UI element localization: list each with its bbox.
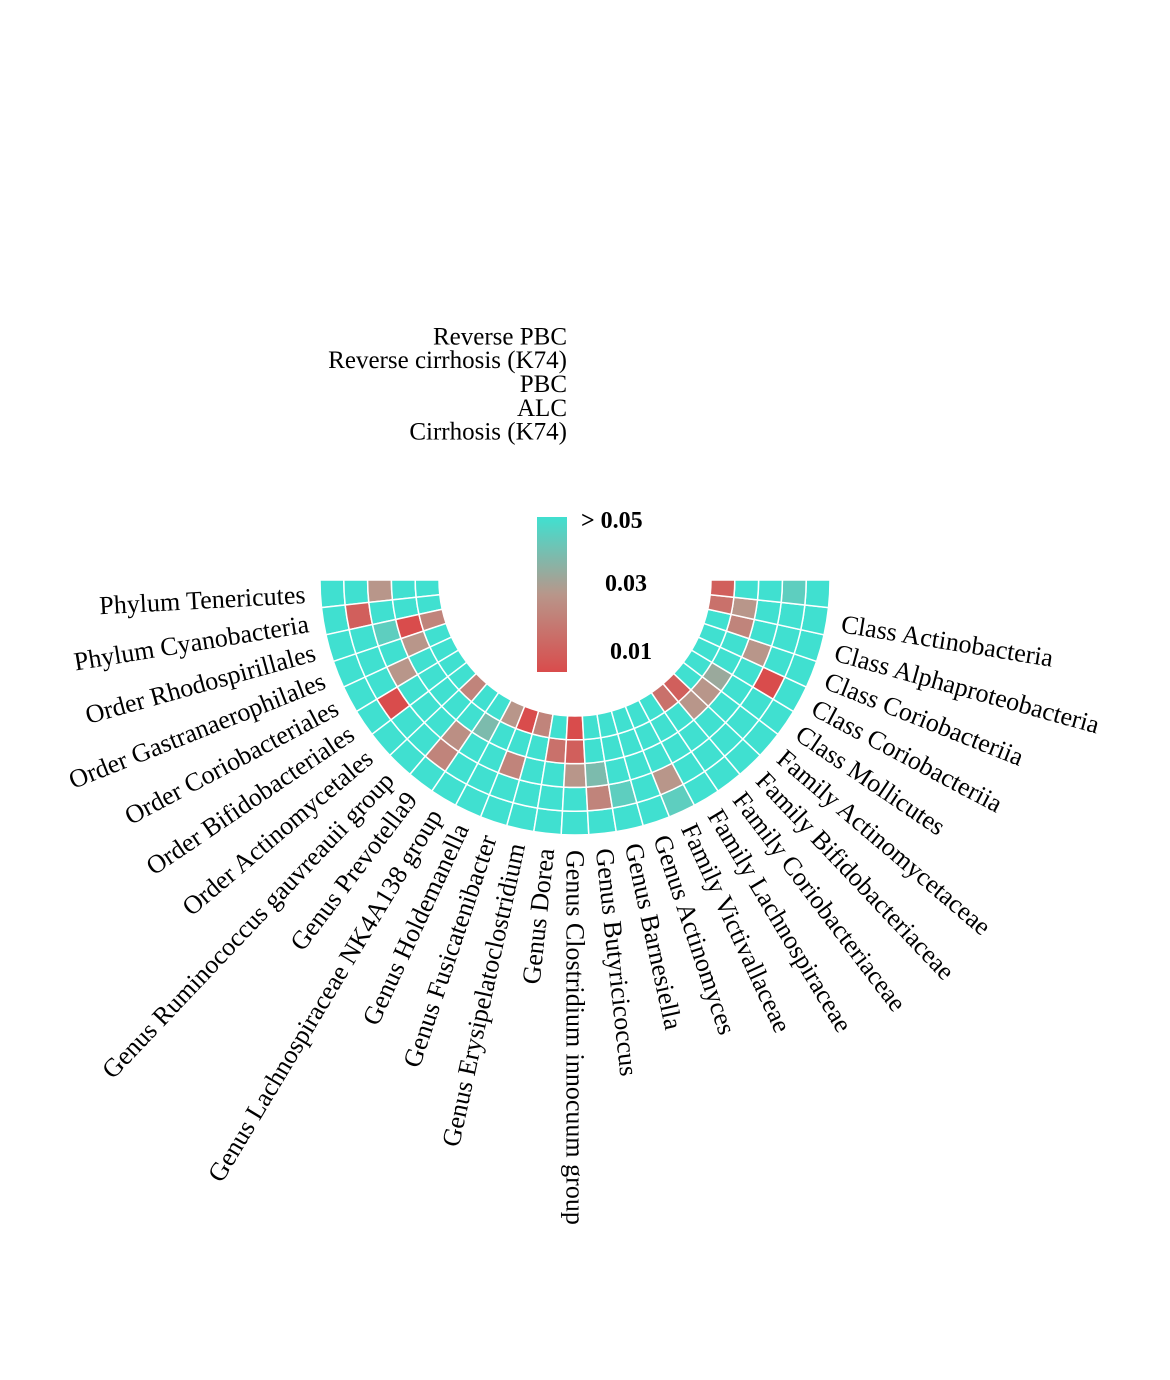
legend-tick-mid: 0.03	[605, 571, 647, 597]
heatmap-cell	[532, 807, 564, 836]
row-label: Cirrhosis (K74)	[409, 419, 567, 446]
heatmap-cell	[804, 579, 831, 609]
heatmap-cell	[780, 579, 807, 606]
legend-color-bar	[537, 517, 567, 672]
category-label: Genus Clostridium innocuum group	[561, 850, 590, 1225]
row-label: Reverse PBC	[433, 323, 567, 350]
legend-tick-low: 0.01	[610, 639, 652, 665]
heatmap-cell	[548, 713, 569, 741]
heatmap-cell	[564, 738, 586, 765]
legend-tick-high: > 0.05	[581, 508, 643, 534]
heatmap-cell	[561, 786, 589, 812]
row-label: PBC	[520, 371, 567, 398]
heatmap-cell	[343, 579, 370, 606]
heatmap-cell	[586, 807, 618, 836]
heatmap-cell	[540, 760, 566, 788]
heatmap-cell	[560, 810, 590, 836]
heatmap-cell	[733, 579, 760, 601]
heatmap-cell	[776, 601, 806, 631]
heatmap-cell	[753, 599, 783, 626]
heatmap-cell	[562, 762, 588, 789]
heatmap-cell	[390, 579, 417, 601]
heatmap-cell	[319, 579, 346, 609]
heatmap-cell	[565, 715, 585, 741]
heatmap-cell	[544, 736, 568, 765]
heatmap-cell	[756, 579, 784, 604]
heatmap-cell	[366, 579, 394, 604]
heatmap-cells	[319, 579, 831, 836]
heatmap-cell	[536, 783, 565, 812]
color-legend: > 0.05 0.03 0.01	[537, 508, 652, 672]
row-label: ALC	[517, 395, 567, 422]
heatmap-cell	[709, 579, 736, 599]
row-label: Reverse cirrhosis (K74)	[328, 347, 567, 374]
